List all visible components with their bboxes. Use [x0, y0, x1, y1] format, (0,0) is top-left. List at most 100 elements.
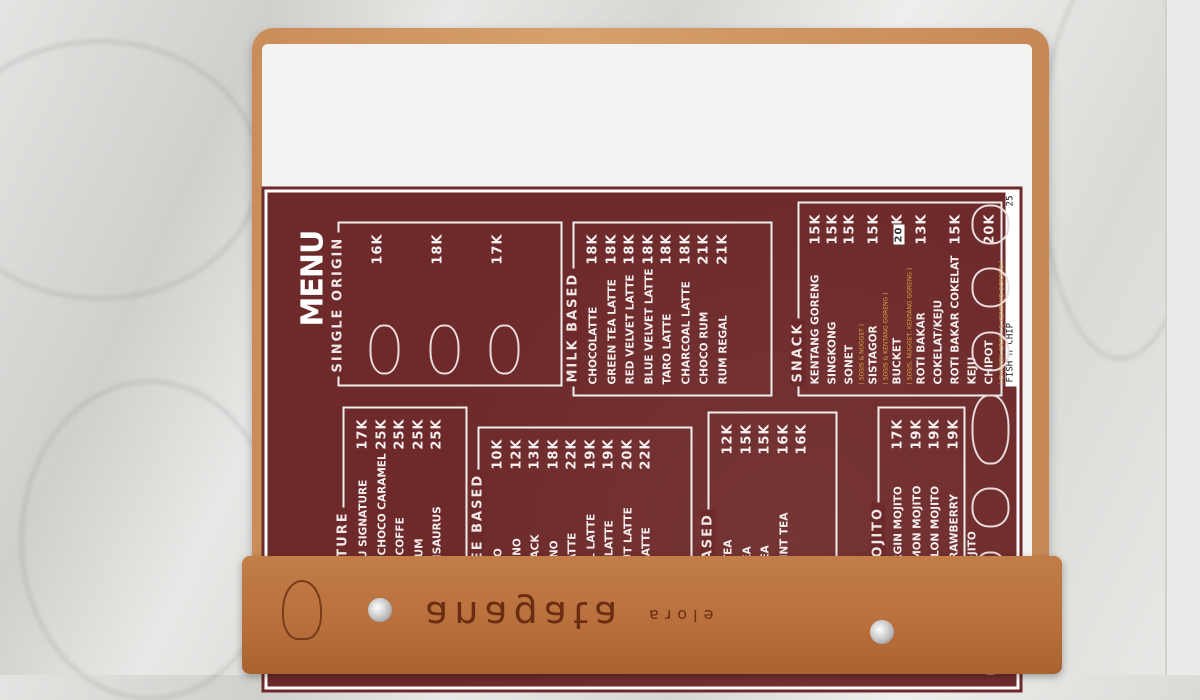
- item-price: 16K: [794, 423, 810, 455]
- menu-item: Melon Mojito19K: [927, 419, 946, 575]
- item-price: 18K: [430, 233, 446, 265]
- menu-item: Sonet( sosis & nugget ) 15K: [842, 214, 866, 385]
- menu-item: Taro Latte 18K: [659, 234, 678, 385]
- brand-sub: elora: [643, 605, 714, 625]
- item-price: 16K: [370, 233, 386, 265]
- item-name: Green Tea Latte: [606, 279, 618, 385]
- item-name: Chocolatte: [587, 306, 600, 385]
- item-price: 19K: [909, 418, 924, 450]
- item-price: 18K: [546, 438, 561, 470]
- item-price: 21K: [715, 233, 730, 265]
- moka-pot-icon: [971, 204, 1010, 245]
- item-price: 22K: [564, 438, 580, 470]
- item-price: 15K: [739, 423, 754, 455]
- menu-item: Kentang Goreng 15K: [808, 214, 825, 385]
- marble-vein: [0, 40, 260, 300]
- menu-item: 17K: [489, 233, 520, 375]
- item-price: 15K: [808, 213, 824, 245]
- item-price: 17K: [490, 233, 506, 265]
- item-price: 18K: [659, 233, 675, 265]
- item-price: 25K: [429, 418, 445, 450]
- item-price: 12K: [720, 423, 736, 455]
- item-name: Singkong: [826, 321, 839, 385]
- handwritten-price: 20: [893, 224, 905, 245]
- milk-based-section: MILK BASED Chocolatte 18K Green Tea Latte 1…: [565, 221, 773, 397]
- siphon-icon: [429, 324, 460, 375]
- item-price: 21K: [696, 233, 712, 265]
- coffee-bean-icon: [971, 267, 1010, 308]
- item-price: 13K: [914, 213, 930, 245]
- item-name: Sonet: [843, 344, 856, 385]
- item-price: 18K: [641, 233, 656, 265]
- menu-item: Singkong 15K: [825, 214, 842, 385]
- menu-item: Bucket( sosis, nugget, kentang goreng ) 2…: [890, 214, 914, 385]
- item-name: Bucket: [891, 337, 904, 385]
- item-price: 15K: [757, 423, 773, 455]
- section-title: SINGLE ORIGIN: [330, 232, 346, 377]
- pour-over-icon: [489, 324, 520, 375]
- screw: [870, 620, 894, 644]
- item-name: Kentang Goreng: [809, 274, 822, 385]
- cake-icon: [971, 487, 1010, 528]
- item-price: 19K: [601, 438, 617, 470]
- menu-item: Roti Bakar Cokelat/Keju 13K: [914, 214, 948, 385]
- item-price: 10K: [490, 438, 506, 470]
- menu-item: 18K: [429, 233, 460, 375]
- teapot-icon: [971, 331, 1010, 372]
- item-price: 16K: [776, 423, 791, 455]
- lotus-logo-icon: [282, 580, 322, 640]
- item-name: Sistagor: [867, 325, 880, 385]
- item-price: 17K: [355, 418, 371, 450]
- item-note: ( sosis & nugget ): [858, 323, 866, 385]
- item-price: 15K: [866, 213, 882, 245]
- marble-vein: [20, 380, 280, 700]
- item-name: Red Velvet Latte: [624, 274, 637, 385]
- item-price: 18K: [585, 233, 601, 265]
- counter-edge: [1165, 0, 1200, 675]
- item-price: 17K: [890, 418, 906, 450]
- item-price: 20K: [890, 214, 914, 245]
- menu-item: Choco Rum 21K: [696, 234, 715, 385]
- item-note: ( sosis & kentang goreng ): [882, 292, 890, 385]
- brand-logo: anagata elora: [425, 590, 725, 640]
- item-name: Blue Velvet Latte: [643, 268, 655, 385]
- menu-item: Virgin Mojito17K: [890, 419, 909, 575]
- item-price: 18K: [604, 233, 619, 265]
- menu-item: Lemon Mojito19K: [908, 419, 927, 575]
- menu-item: Blue Velvet Latte 18K: [640, 234, 659, 385]
- menu-item: Rum Regal 21K: [714, 234, 733, 385]
- item-price: 18K: [678, 233, 693, 265]
- menu-item: 16K: [369, 233, 400, 375]
- item-price: 20K: [620, 438, 635, 470]
- item-name: Choco Rum: [698, 311, 711, 385]
- menu-item: Sistagor( sosis & kentang goreng ) 15K: [866, 214, 890, 385]
- price-suffix: K: [890, 213, 906, 225]
- item-price: 19K: [583, 438, 598, 470]
- menu-title: MENU: [295, 230, 331, 327]
- item-note: ( sosis, nugget, kentang goreng ): [906, 267, 914, 385]
- item-price: 15K: [825, 213, 841, 245]
- croissant-icon: [971, 394, 1010, 465]
- item-price: 25K: [411, 418, 426, 450]
- item-name: Taro Latte: [661, 313, 674, 385]
- item-price: 25K: [374, 418, 389, 450]
- menu-item: Green Tea Latte 18K: [603, 234, 622, 385]
- brand-name: anagata: [425, 593, 624, 637]
- item-name: Roti Bakar Cokelat/Keju: [915, 299, 945, 385]
- item-price: 22K: [638, 438, 654, 470]
- menu-item: Red Velvet Latte 18K: [622, 234, 641, 385]
- item-price: 15K: [842, 213, 858, 245]
- item-price: 18K: [622, 233, 638, 265]
- single-origin-section: SINGLE ORIGIN 16K 18K 17K: [330, 221, 563, 387]
- item-price: 25K: [392, 418, 408, 450]
- section-title: MILK BASED: [565, 268, 581, 387]
- item-price: 19K: [927, 418, 943, 450]
- item-price: 12K: [509, 438, 524, 470]
- menu-item: Charcoal Latte 18K: [677, 234, 696, 385]
- french-press-icon: [369, 324, 400, 375]
- screw: [368, 598, 392, 622]
- item-name: Rum Regal: [717, 315, 729, 385]
- item-name: Charcoal Latte: [680, 281, 692, 385]
- item-price: 13K: [527, 438, 543, 470]
- menu-item: Chocolatte 18K: [585, 234, 604, 385]
